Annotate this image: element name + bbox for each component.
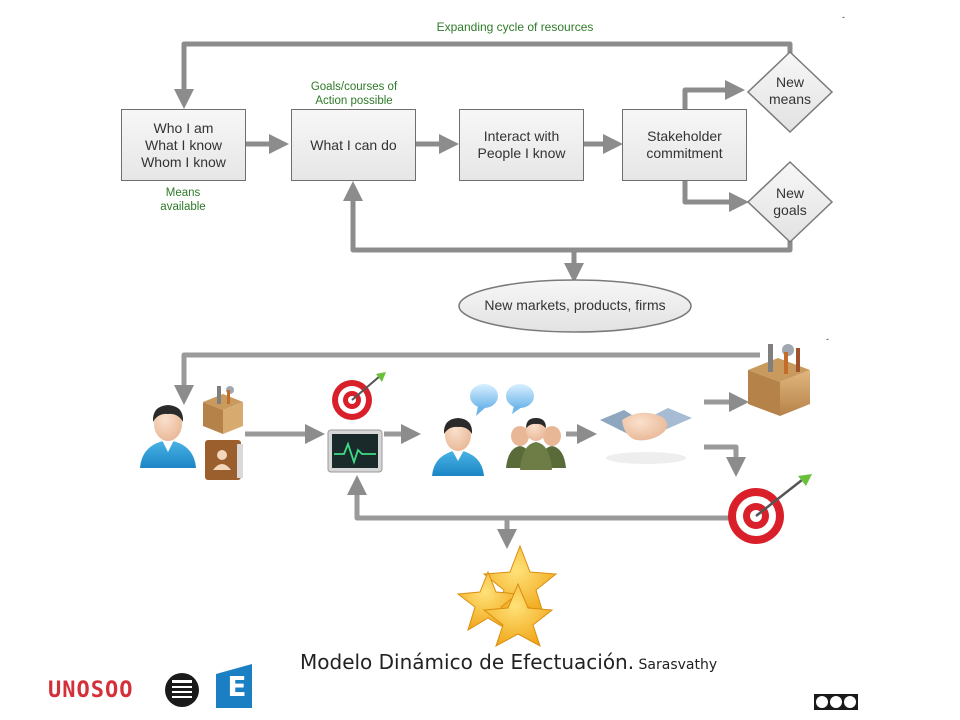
address-book-icon	[205, 440, 243, 480]
stars-icon	[456, 544, 558, 648]
goals-loop-arrow	[343, 181, 793, 253]
handshake-icon	[600, 408, 692, 464]
diamond-goals-line-2: goals	[773, 202, 807, 218]
goals-label-line-2: Action possible	[315, 95, 393, 107]
toolbox-icon	[203, 386, 243, 434]
diamond-means-text: New means	[755, 74, 825, 108]
box-who-line-3: Whom I know	[141, 153, 226, 170]
arrow-to-new-goals	[682, 180, 749, 212]
box-interact-line-1: Interact with	[483, 128, 560, 144]
box-who-line-1: Who I am	[153, 119, 214, 136]
goals-label: Goals/courses of Action possible	[292, 80, 416, 108]
caption: Modelo Dinámico de Efectuación. Sarasvat…	[300, 650, 740, 674]
box-who-i-am[interactable]: Who I am What I know Whom I know	[121, 109, 246, 181]
box-interact[interactable]: Interact with People I know	[459, 109, 584, 181]
e-logo	[216, 664, 252, 708]
speech-bubbles-icon	[470, 384, 534, 416]
bottom-cycle-arrow	[174, 352, 760, 405]
means-label-line-2: available	[160, 201, 206, 213]
box-who-line-2: What I know	[144, 136, 223, 153]
unosoo-logo: UNOSOO	[48, 678, 134, 703]
person-icon	[432, 418, 484, 476]
target-icon	[332, 372, 386, 420]
box-stakeholder-line-2: commitment	[646, 145, 723, 161]
person-icon	[140, 405, 196, 468]
box-stakeholder-line-1: Stakeholder	[647, 128, 722, 144]
ellipse-markets	[458, 279, 692, 333]
bottom-loop-arrow	[347, 475, 730, 521]
cycle-label: Expanding cycle of resources	[436, 20, 594, 34]
corner-mark: -	[842, 12, 845, 22]
monitor-icon	[327, 429, 383, 473]
diamond-means-line-2: means	[768, 91, 812, 107]
caption-title: Modelo Dinámico de Efectuación.	[300, 650, 635, 674]
diamond-goals-line-1: New	[775, 185, 804, 201]
means-label-line-1: Means	[165, 187, 201, 199]
box-what-i-can-do[interactable]: What I can do	[291, 109, 416, 181]
target-icon	[728, 474, 812, 544]
box-stakeholder[interactable]: Stakeholder commitment	[622, 109, 747, 181]
cc-license-icon	[814, 694, 858, 710]
ellipse-markets-text: New markets, products, firms	[484, 297, 666, 313]
arrow-to-new-means	[682, 80, 745, 110]
caption-author: Sarasvathy	[638, 657, 718, 673]
box-interact-line-2: People I know	[477, 145, 566, 161]
diamond-new-means	[746, 50, 834, 134]
toolbox-icon	[748, 344, 810, 416]
pensamiento-visual-logo	[165, 673, 199, 707]
corner-mark: -	[826, 334, 829, 344]
e-logo-letter: E	[227, 670, 247, 703]
bottom-arrow-to-target	[704, 444, 746, 477]
diamond-goals-text: New goals	[755, 185, 825, 219]
goals-label-line-1: Goals/courses of	[310, 81, 398, 93]
group-icon	[506, 418, 566, 470]
box-what-text: What I can do	[310, 136, 397, 153]
diamond-new-goals	[746, 160, 834, 244]
means-label: Means available	[140, 186, 226, 214]
diamond-means-line-1: New	[775, 74, 804, 90]
